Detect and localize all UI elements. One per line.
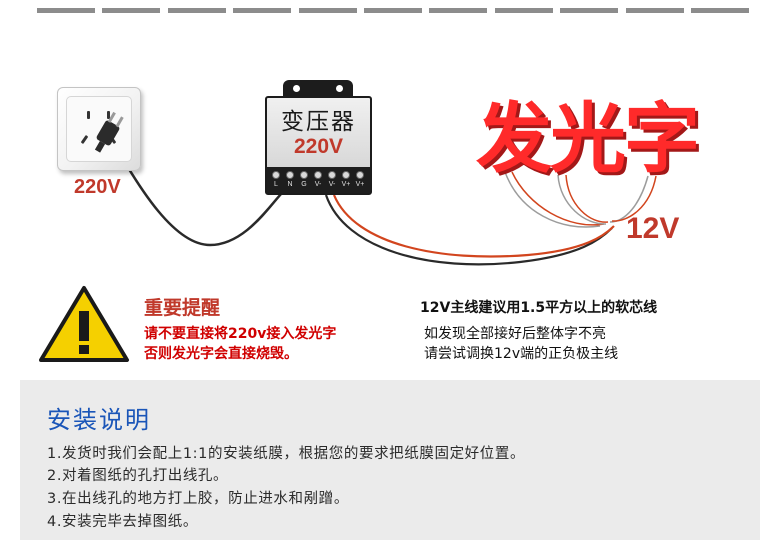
warning-line-1: 请不要直接将220v接入发光字 xyxy=(144,326,337,342)
installation-step: 2.对着图纸的孔打出线孔。 xyxy=(47,468,229,484)
warning-line-2: 否则发光字会直接烧毁。 xyxy=(144,346,298,362)
transformer-mount xyxy=(283,80,353,98)
installation-panel: 安装说明 1.发货时我们会配上1:1的安装纸膜，根据您的要求把纸膜固定好位置。 … xyxy=(20,380,760,540)
terminal-label: V- xyxy=(328,181,336,188)
installation-step: 3.在出线孔的地方打上胶，防止进水和剐蹭。 xyxy=(47,491,349,507)
warning-title: 重要提醒 xyxy=(144,297,221,319)
warning-triangle-icon xyxy=(39,286,129,362)
terminal-label: N xyxy=(287,181,293,188)
terminal-label: V- xyxy=(314,181,322,188)
installation-step: 4.安装完毕去掉图纸。 xyxy=(47,514,198,530)
top-divider xyxy=(37,8,749,14)
terminal-label: V+ xyxy=(355,181,365,188)
troubleshoot-line-1: 如发现全部接好后整体字不亮 xyxy=(424,326,606,342)
terminal-label: V+ xyxy=(341,181,351,188)
wiring-diagram xyxy=(110,139,657,266)
wall-socket xyxy=(57,87,141,171)
installation-step: 1.发货时我们会配上1:1的安装纸膜，根据您的要求把纸膜固定好位置。 xyxy=(47,446,526,462)
luminous-sign-text: 发光字 xyxy=(476,97,700,182)
transformer-title: 变压器 xyxy=(281,109,356,135)
terminal-label: L xyxy=(274,181,278,188)
wire-recommendation-title: 12V主线建议用1.5平方以上的软芯线 xyxy=(420,300,658,316)
socket-voltage-label: 220V xyxy=(74,176,121,198)
transformer-voltage: 220V xyxy=(293,135,344,158)
transformer: 变压器 220V L N G V- V- V+ V+ xyxy=(265,80,372,195)
terminal-label: G xyxy=(301,181,307,188)
troubleshoot-line-2: 请尝试调换12v端的正负极主线 xyxy=(424,346,619,362)
plug-icon xyxy=(94,111,124,153)
terminal-strip: L N G V- V- V+ V+ xyxy=(267,167,370,193)
installation-title: 安装说明 xyxy=(47,406,151,434)
sign-voltage-label: 12V xyxy=(626,212,680,245)
